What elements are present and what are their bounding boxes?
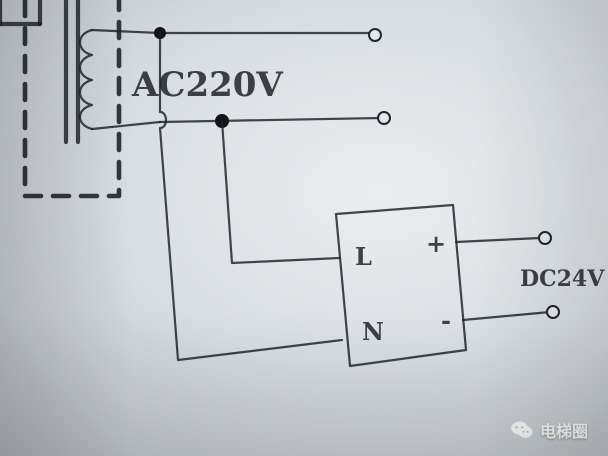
dc-negative-terminal	[546, 305, 560, 319]
secondary-bottom-lead	[90, 120, 162, 131]
ac-top-terminal	[368, 28, 382, 42]
wechat-icon	[511, 421, 533, 438]
dc-voltage-label: DC24V	[520, 266, 605, 292]
neutral-input-label: N	[362, 317, 384, 346]
ac-supply-lines: AC220V	[131, 27, 391, 128]
positive-output-label: +	[426, 229, 446, 258]
dc-positive-terminal	[538, 231, 552, 245]
dc-output-lines: DC24V	[454, 231, 605, 322]
ac-bottom-terminal	[377, 111, 391, 125]
watermark-text: 电梯圈	[540, 422, 589, 441]
dc-positive-line	[454, 236, 542, 244]
dc-negative-line	[461, 310, 552, 322]
line-wire	[220, 119, 341, 265]
transformer-dashed-outline	[22, 0, 122, 199]
ac-bottom-line	[158, 116, 383, 124]
dc-power-supply-box	[334, 203, 468, 368]
watermark: 电梯圈	[510, 417, 588, 443]
transformer-dashed-frame	[22, 0, 122, 199]
line-input-label: L	[355, 242, 372, 271]
negative-output-label: -	[441, 306, 451, 335]
neutral-wire	[158, 31, 344, 362]
secondary-top-lead	[90, 28, 162, 35]
transformer-windings	[0, 0, 162, 145]
dc-power-supply-module: L N + -	[334, 203, 468, 368]
secondary-coil	[78, 28, 94, 131]
supply-wiring	[158, 31, 344, 362]
ac-voltage-label: AC220V	[131, 65, 283, 105]
